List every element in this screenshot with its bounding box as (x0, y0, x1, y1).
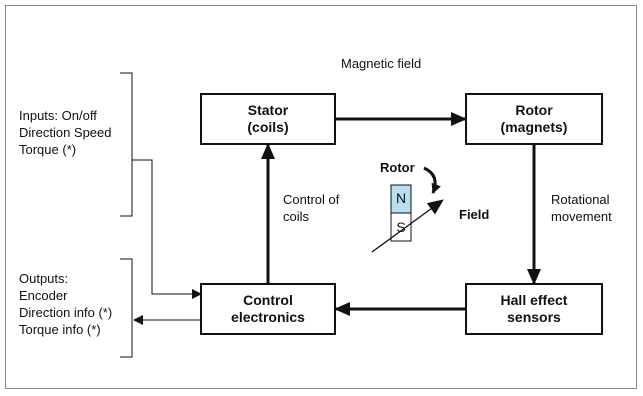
outputs-text: Outputs: Encoder Direction info (*) Torq… (19, 270, 112, 338)
rotational-line2: movement (551, 209, 612, 224)
outputs-line1: Outputs: (19, 271, 69, 286)
magnet-n-label: N (395, 190, 407, 206)
outputs-line2: Encoder (19, 288, 68, 303)
outputs-bracket (120, 258, 133, 358)
stator-subtitle: (coils) (247, 119, 289, 135)
hall-sensors-box (465, 283, 603, 335)
rotational-movement-label: Rotational movement (551, 191, 612, 225)
rotor-subtitle: (magnets) (500, 119, 568, 135)
control-of-coils-line2: coils (283, 209, 310, 224)
outputs-line4: Torque info (*) (19, 322, 101, 337)
inputs-line3: Torque (*) (19, 142, 77, 157)
stator-label: Stator (coils) (201, 94, 335, 144)
control-of-coils-line1: Control of (283, 192, 340, 207)
inputs-bracket (120, 72, 133, 217)
inputs-to-control-line (132, 159, 202, 299)
inputs-line1: Inputs: On/off (19, 108, 97, 123)
control-title: Control (243, 292, 293, 308)
rotor-label: Rotor (magnets) (466, 94, 602, 144)
control-subtitle: electronics (231, 309, 305, 325)
hall-subtitle: sensors (507, 309, 561, 325)
stator-title: Stator (247, 102, 289, 118)
magnet-s-label: S (396, 219, 406, 235)
field-arrow (371, 199, 444, 253)
control-of-coils-label: Control of coils (283, 191, 339, 225)
rotational-line1: Rotational (551, 192, 610, 207)
stator-box (200, 93, 336, 145)
control-electronics-label: Control electronics (201, 284, 335, 334)
rotor-title: Rotor (515, 102, 553, 118)
inputs-text: Inputs: On/off Direction Speed Torque (*… (19, 107, 112, 158)
hall-sensors-label: Hall effect sensors (466, 284, 602, 334)
hall-title: Hall effect (500, 292, 568, 308)
magnetic-field-label: Magnetic field (341, 56, 422, 71)
rotor-small-label: Rotor (380, 160, 415, 175)
field-label: Field (459, 207, 490, 222)
rotation-arrow (423, 166, 441, 194)
inputs-line2: Direction Speed (19, 125, 112, 140)
outputs-line3: Direction info (*) (19, 305, 113, 320)
